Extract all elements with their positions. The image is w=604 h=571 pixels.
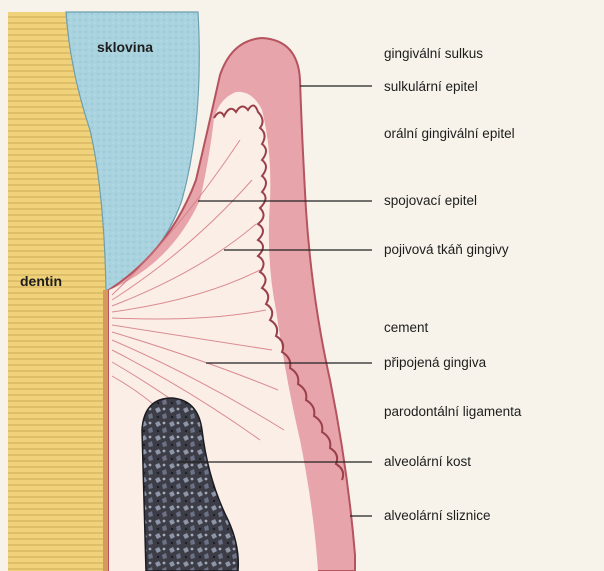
label-spojovaci-epitel: spojovací epitel <box>384 193 477 208</box>
label-pojivova-tkan: pojivová tkáň gingivy <box>384 242 509 257</box>
label-sklovina: sklovina <box>97 39 153 55</box>
label-pripojena-gingiva: připojená gingiva <box>384 355 487 370</box>
label-oralni-gingivalni-epitel: orální gingivální epitel <box>384 126 515 141</box>
label-gingivalni-sulkus: gingivální sulkus <box>384 46 483 61</box>
label-sulkularni-epitel: sulkulární epitel <box>384 79 478 94</box>
label-cement: cement <box>384 320 429 335</box>
label-parodontalni-ligamenta: parodontální ligamenta <box>384 404 522 419</box>
label-alveolarni-sliznice: alveolární sliznice <box>384 508 491 523</box>
label-alveolarni-kost: alveolární kost <box>384 454 471 469</box>
label-dentin: dentin <box>20 273 62 289</box>
